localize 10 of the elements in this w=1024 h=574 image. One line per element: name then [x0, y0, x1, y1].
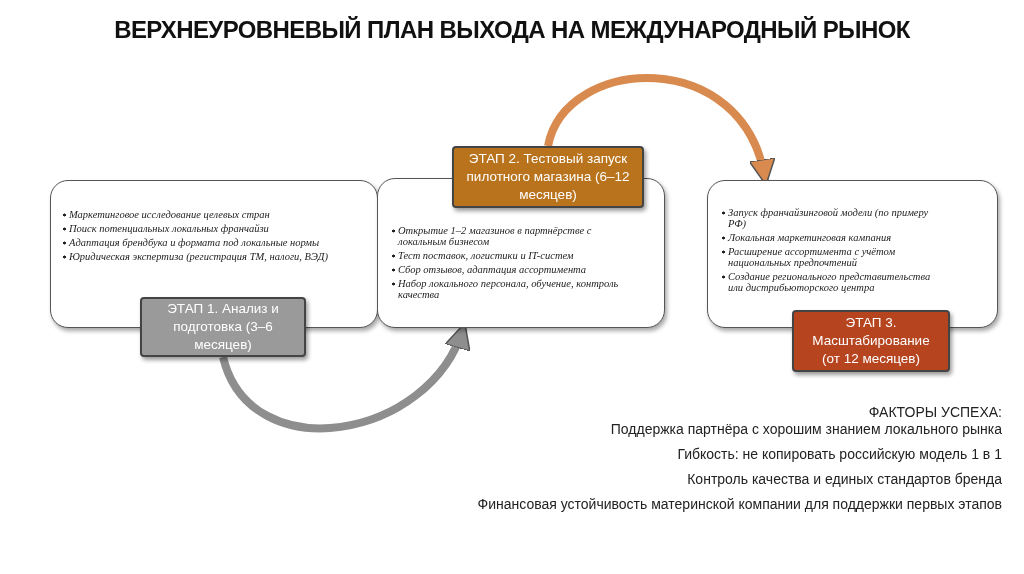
title: ВЕРХНЕУРОВНЕВЫЙ ПЛАН ВЫХОДА НА МЕЖДУНАРОДНЫЙ РЫНОК [113, 16, 911, 44]
section-heading: ФАКТОРЫ УСПЕХА: [868, 404, 1002, 420]
stage-label-box: ЭТАП 3. Масштабирование (от 12 месяцев) [792, 310, 950, 372]
success-factor-text: Контроль качества и единых стандартов бренда [687, 471, 1002, 487]
stage-card [707, 180, 998, 328]
success-factor-text: Финансовая устойчивость материнской компании для поддержки первых этапов [477, 496, 1002, 512]
success-factor-text: Поддержка партнёра с хорошим знанием локального рынка [610, 421, 1002, 437]
stage-label-box: ЭТАП 1. Анализ и подготовка (3–6 месяцев) [140, 297, 306, 357]
success-factor-text: Гибкость: не копировать российскую модель 1 в 1 [677, 446, 1002, 462]
stage-label-box: ЭТАП 2. Тестовый запуск пилотного магазина (6–12 месяцев) [452, 146, 644, 208]
